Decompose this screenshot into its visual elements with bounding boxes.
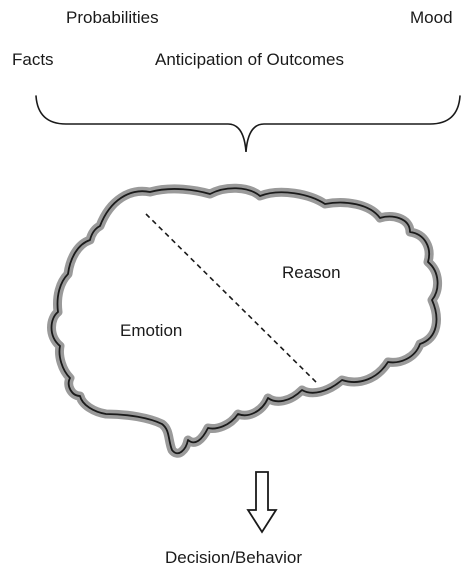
grouping-brace <box>35 95 461 153</box>
label-mood: Mood <box>410 8 453 27</box>
label-anticipation-of-outcomes: Anticipation of Outcomes <box>155 50 344 69</box>
emotion-reason-divider <box>145 213 319 385</box>
label-facts: Facts <box>12 50 54 69</box>
label-emotion: Emotion <box>120 321 183 340</box>
brain-outline <box>50 187 439 455</box>
down-arrow <box>246 471 278 534</box>
label-probabilities: Probabilities <box>66 8 159 27</box>
label-decision-behavior: Decision/Behavior <box>165 548 303 567</box>
label-reason: Reason <box>282 263 341 282</box>
